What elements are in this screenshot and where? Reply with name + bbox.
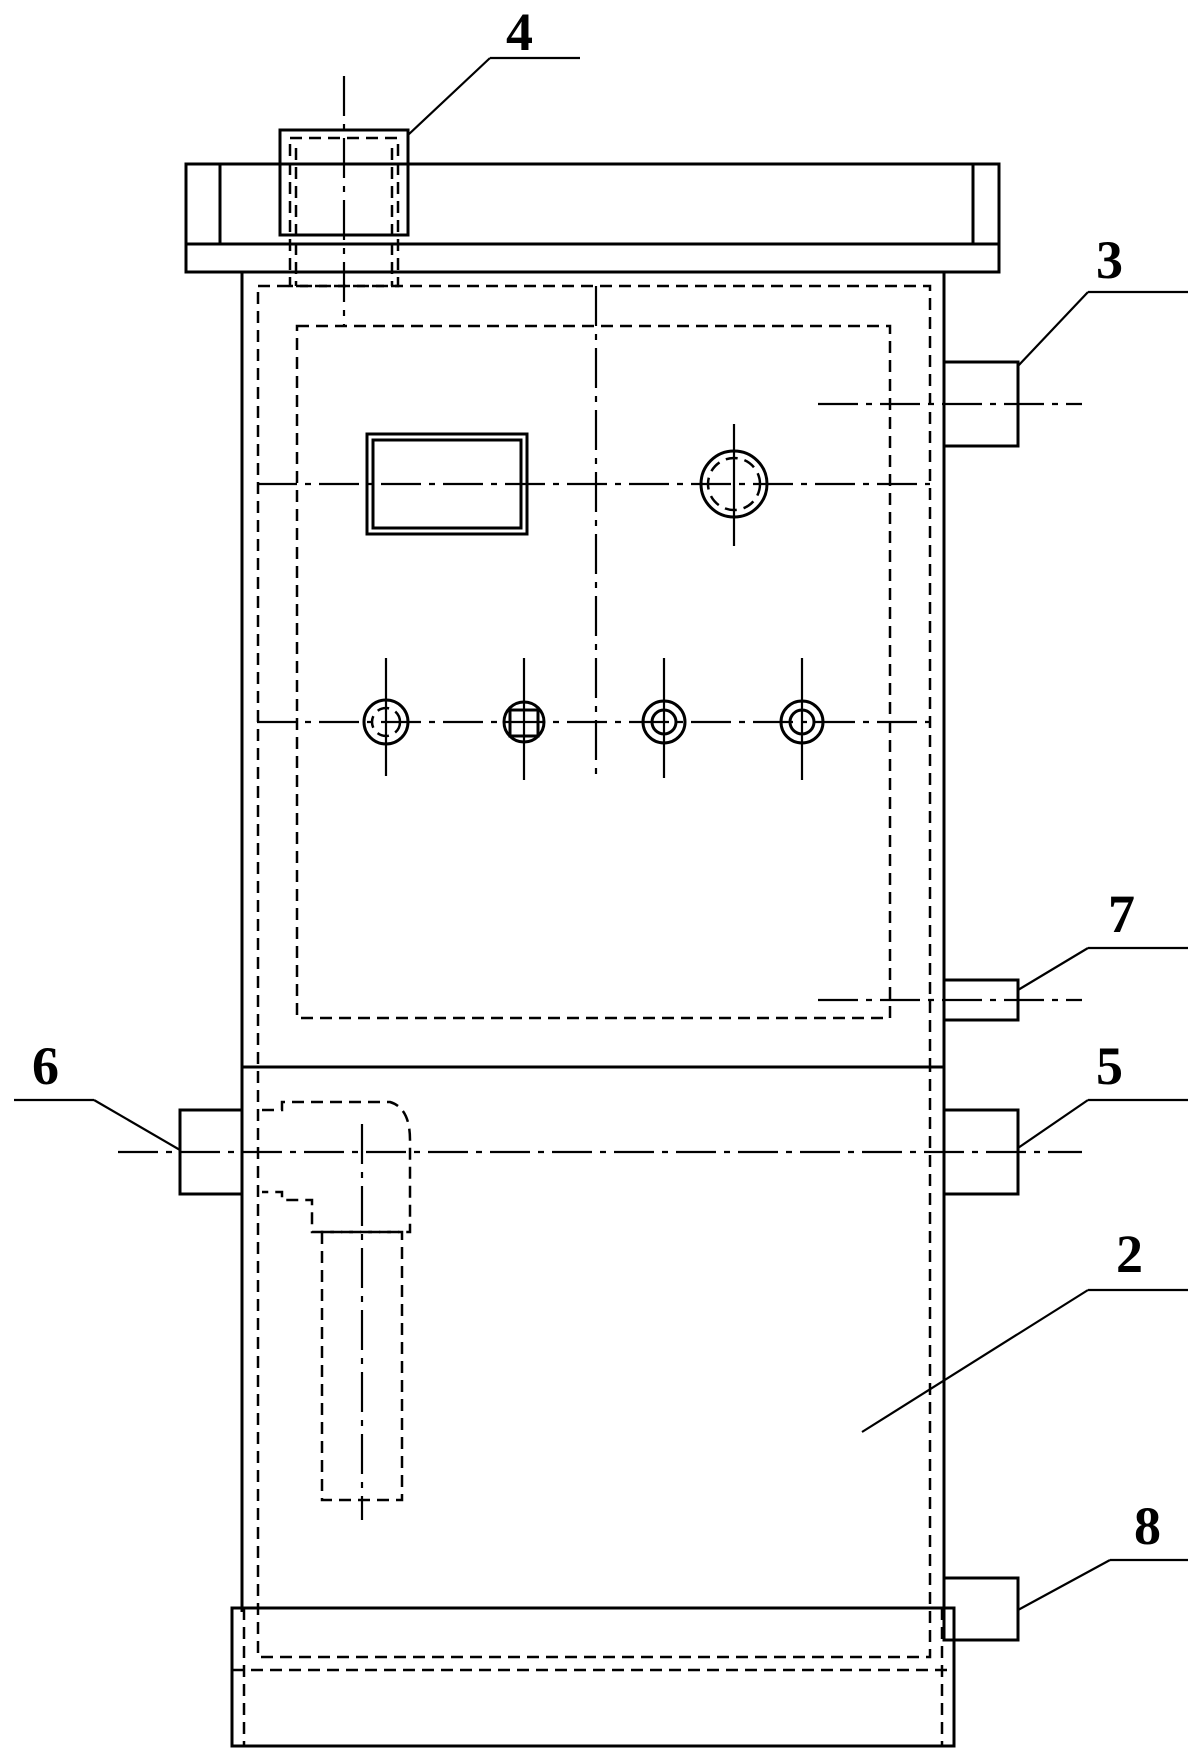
label-part-4: 4	[506, 2, 533, 62]
label-part-7: 7	[1108, 884, 1135, 944]
large-knob	[699, 424, 769, 546]
panel-centerlines	[257, 286, 1082, 1002]
top-fitting	[278, 76, 410, 326]
port-7	[942, 978, 1020, 1022]
label-part-2: 2	[1116, 1224, 1143, 1284]
label-part-8: 8	[1134, 1496, 1161, 1556]
base-plinth	[230, 1606, 956, 1748]
small-knobs	[362, 658, 825, 780]
top-cap	[184, 162, 1001, 274]
main-body	[240, 272, 946, 1659]
label-part-3: 3	[1096, 230, 1123, 290]
label-part-6: 6	[32, 1036, 59, 1096]
internal-elbow-pipe	[262, 1100, 412, 1520]
label-part-5: 5	[1096, 1036, 1123, 1096]
leader-lines	[14, 56, 1188, 1611]
port-3	[942, 360, 1020, 448]
